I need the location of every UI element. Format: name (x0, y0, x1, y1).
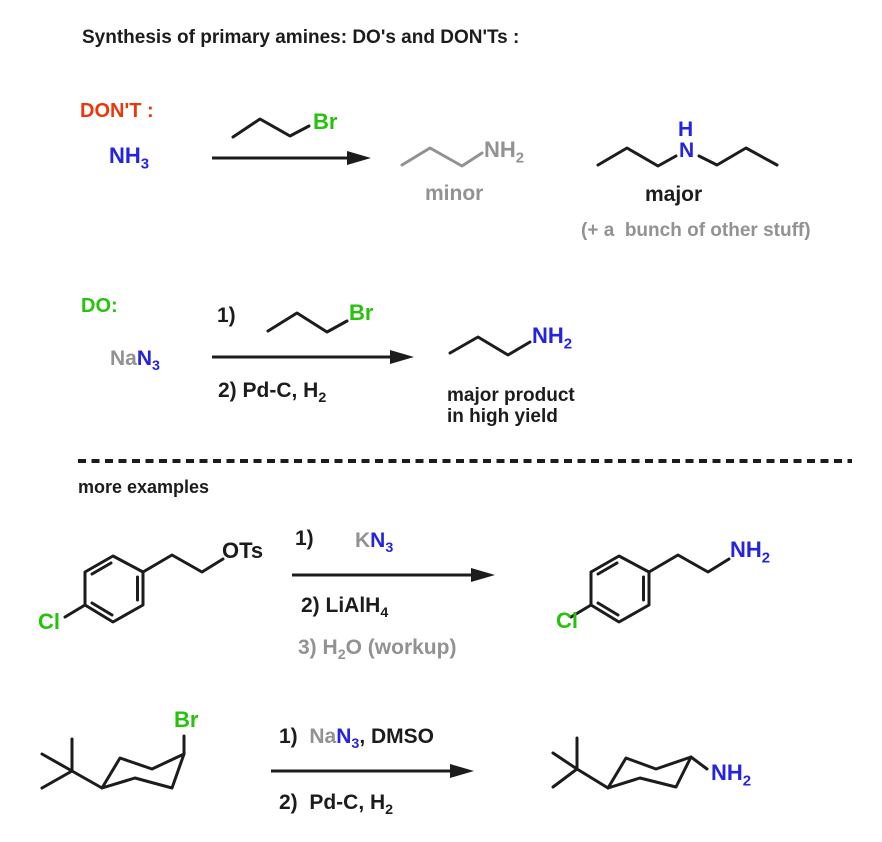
ex2-bromide-label: Br (174, 707, 199, 732)
do-step1-number: 1) (217, 304, 236, 327)
ex1-product-chloro-label: Cl (556, 608, 578, 633)
do-reaction-arrow (212, 350, 414, 364)
ex1-step2-text: 2) LiAlH4 (301, 594, 389, 622)
ex2-tbutylcyclohexylamine-structure (551, 736, 709, 790)
do-product-propylamine-structure (448, 335, 532, 357)
major-nitrogen-label: N (679, 139, 695, 162)
ex2-step1-text: 1) NaN3, DMSO (279, 725, 434, 753)
major-dipropylamine-structure (596, 146, 779, 168)
ex2-reaction-arrow (271, 764, 474, 778)
do-bromide-label: Br (349, 300, 374, 325)
ex1-step1-number: 1) (295, 527, 314, 550)
ex2-step2-text: 2) Pd-C, H2 (279, 791, 394, 819)
do-product-amine-label: NH2 (532, 323, 573, 353)
dont-bromide-label: Br (313, 109, 338, 134)
minor-label: minor (425, 182, 484, 205)
ex1-chloro-label: Cl (38, 609, 60, 634)
ammonia-formula: NH3 (109, 143, 150, 173)
do-heading: DO: (81, 295, 118, 317)
do-propyl-bromide-structure (266, 311, 349, 334)
dont-note: (+ a bunch of other stuff) (581, 220, 811, 241)
do-product-label-line2: in high yield (447, 406, 558, 427)
minor-propylamine-structure (400, 146, 484, 168)
major-label: major (645, 183, 703, 206)
ex2-tbutylcyclohexyl-bromide-structure (40, 734, 186, 790)
dont-propyl-bromide-structure (231, 117, 311, 139)
ex1-tosylate-label: OTs (222, 538, 264, 563)
page-title: Synthesis of primary amines: DO's and DO… (82, 27, 520, 48)
sodium-azide-formula: NaN3 (110, 347, 160, 375)
more-examples-heading: more examples (78, 477, 210, 497)
do-step2-text: 2) Pd-C, H2 (218, 379, 327, 407)
minor-amine-label: NH2 (484, 137, 525, 167)
ex1-product-amine-label: NH2 (730, 537, 771, 567)
ex1-reaction-arrow (292, 568, 495, 582)
ex1-chlorophenethylamine-structure (569, 553, 731, 624)
ex1-step3-text: 3) H2O (workup) (298, 636, 457, 664)
major-nh-hydrogen-label: H (678, 118, 694, 141)
potassium-azide-formula: KN3 (355, 529, 394, 557)
dont-reaction-arrow (212, 151, 371, 165)
dont-heading: DON'T : (80, 100, 154, 122)
do-product-label-line1: major product (447, 385, 575, 406)
ex2-product-amine-label: NH2 (711, 760, 752, 790)
ex1-chlorophenethyl-tosylate-structure (63, 553, 225, 624)
